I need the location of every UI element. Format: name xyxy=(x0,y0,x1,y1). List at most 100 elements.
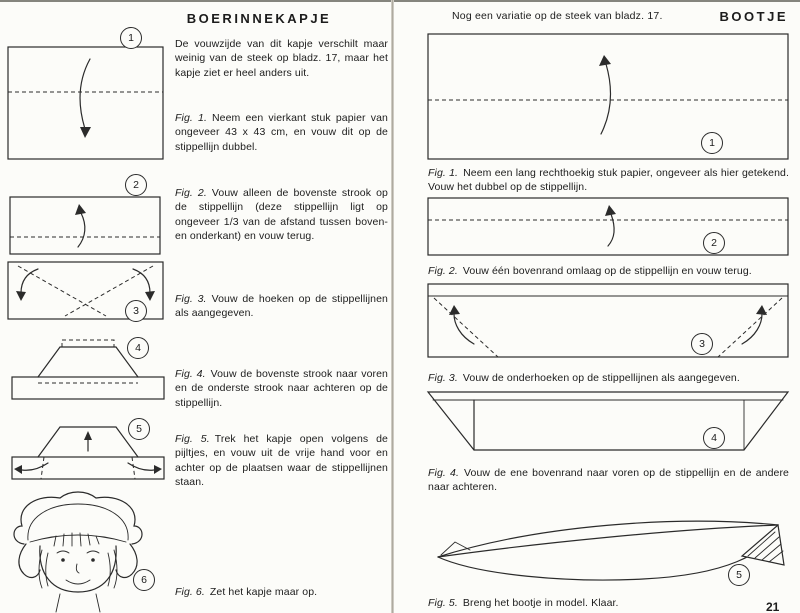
figure-caption: Fig. 4.Vouw de bovenste strook naar vore… xyxy=(175,367,388,410)
page-number: 21 xyxy=(766,600,780,613)
stern-hatching xyxy=(747,531,784,563)
cap-inner-line xyxy=(27,503,129,541)
figure-label: Fig. 2. xyxy=(175,187,207,199)
scan-edge-top xyxy=(0,0,800,2)
girl-with-cap-drawing xyxy=(13,491,143,613)
paper-outline xyxy=(427,197,789,256)
fold-arrow xyxy=(79,58,91,130)
fold-arrow xyxy=(21,462,49,471)
arrowhead xyxy=(605,205,616,216)
fold-line xyxy=(131,456,136,480)
arrowhead xyxy=(756,305,767,315)
figure-caption: Fig. 5. Breng het bootje in model. Klaar. xyxy=(428,596,789,610)
figure-number-badge: 4 xyxy=(703,427,725,449)
face-outline xyxy=(39,545,117,593)
arrowhead xyxy=(16,291,26,301)
figure-label: Fig. 3. xyxy=(428,372,458,384)
fold-arrow xyxy=(453,313,475,345)
fold-line xyxy=(717,297,783,358)
figure-number-badge: 4 xyxy=(127,337,149,359)
fold-diagram-bottom-corners xyxy=(427,283,789,358)
paper-outline xyxy=(9,196,161,255)
boat-outline xyxy=(426,391,790,451)
figure-number-badge: 5 xyxy=(728,564,750,586)
figure-caption: Fig. 2. Vouw één bovenrand omlaag op de s… xyxy=(428,264,789,278)
figure-label: Fig. 3. xyxy=(175,293,207,305)
fold-diagram-cap-open xyxy=(11,426,165,480)
figure-caption-text: Vouw de hoeken op de stippellijnen als a… xyxy=(175,293,388,320)
figure-label: Fig. 2. xyxy=(428,265,458,277)
arrowhead xyxy=(75,204,86,215)
boat-near-rim xyxy=(437,524,779,558)
figure-number-badge: 5 xyxy=(128,418,150,440)
figure-number-badge: 2 xyxy=(125,174,147,196)
figure-label: Fig. 4. xyxy=(428,467,459,479)
page-gutter xyxy=(391,0,394,613)
figure-caption-text: Neem een lang rechthoekig stuk papier, o… xyxy=(428,167,789,194)
eyebrows xyxy=(56,550,100,554)
arrowhead xyxy=(145,291,155,301)
cap-crown xyxy=(13,491,143,545)
nose xyxy=(75,563,80,574)
figure-label: Fig. 5. xyxy=(175,433,210,445)
figure-caption: Fig. 2.Vouw alleen de bovenste strook op… xyxy=(175,186,388,244)
figure-label: Fig. 1. xyxy=(428,167,459,179)
figure-caption-text: Neem een vierkant stuk papier van ongeve… xyxy=(175,112,388,153)
fold-diagram-boat-profile xyxy=(426,391,790,451)
fold-diagram-top-edge xyxy=(427,197,789,256)
figure-caption-text: Vouw alleen de bovenste strook op de sti… xyxy=(175,187,388,243)
figure-caption: Fig. 3.Vouw de hoeken op de stippellijne… xyxy=(175,292,388,321)
fold-line xyxy=(64,265,154,317)
right-eye xyxy=(91,558,95,562)
fold-line xyxy=(17,265,107,317)
figure-caption-text: Vouw de bovenste strook naar voren en de… xyxy=(175,368,388,409)
fold-arrow xyxy=(132,268,151,294)
figure-label: Fig. 5. xyxy=(428,597,458,609)
finished-boat-drawing xyxy=(437,520,785,581)
figure-caption: Fig. 4.Vouw de ene bovenrand naar voren … xyxy=(428,466,789,495)
figure-caption-text: Vouw één bovenrand omlaag op de stippell… xyxy=(462,265,752,277)
figure-caption-text: Vouw de onderhoeken op de stippellijnen … xyxy=(462,372,740,384)
fold-line xyxy=(433,297,499,358)
neck-lines xyxy=(55,593,101,613)
arrowhead xyxy=(154,465,162,474)
arrowhead xyxy=(84,431,92,440)
fold-arrow xyxy=(607,213,615,247)
bow-flap xyxy=(440,541,471,556)
figure-label: Fig. 4. xyxy=(175,368,206,380)
fold-line xyxy=(61,339,115,347)
cap-right-flap xyxy=(115,543,138,579)
boat-far-rim xyxy=(437,520,779,558)
figure-caption-text: Breng het bootje in model. Klaar. xyxy=(462,597,619,609)
right-page-title: BOOTJE xyxy=(719,9,788,24)
cap-brim-outline xyxy=(11,376,165,400)
paper-outline xyxy=(427,283,789,358)
figure-label: Fig. 6. xyxy=(175,586,205,598)
arrowhead xyxy=(599,55,611,66)
fold-diagram-corners xyxy=(7,261,164,320)
bangs xyxy=(53,532,100,547)
hair-right xyxy=(107,549,118,589)
figure-caption-text: Vouw de ene bovenrand naar voren op de s… xyxy=(428,467,789,494)
figure-caption-text: Zet het kapje maar op. xyxy=(209,586,318,598)
boat-hull xyxy=(437,524,779,581)
figure-number-badge: 2 xyxy=(703,232,725,254)
fold-diagram-rectangle xyxy=(9,196,161,255)
figure-number-badge: 6 xyxy=(133,569,155,591)
stern-flap xyxy=(740,523,785,566)
fold-arrow xyxy=(77,212,86,248)
paper-outline xyxy=(7,46,164,160)
fold-line xyxy=(40,456,45,480)
fold-diagram-square xyxy=(7,46,164,160)
mouth xyxy=(65,579,91,585)
fold-diagram-long-rectangle xyxy=(427,33,789,160)
fold-arrow xyxy=(127,462,155,471)
arrowhead xyxy=(80,127,91,138)
figure-caption: Fig. 5.Trek het kapje open volgens de pi… xyxy=(175,432,388,490)
figure-number-badge: 3 xyxy=(691,333,713,355)
header-note: Nog een variatie op de steek van bladz. … xyxy=(452,10,663,22)
figure-label: Fig. 1. xyxy=(175,112,207,124)
cap-crown-outline xyxy=(37,426,139,458)
